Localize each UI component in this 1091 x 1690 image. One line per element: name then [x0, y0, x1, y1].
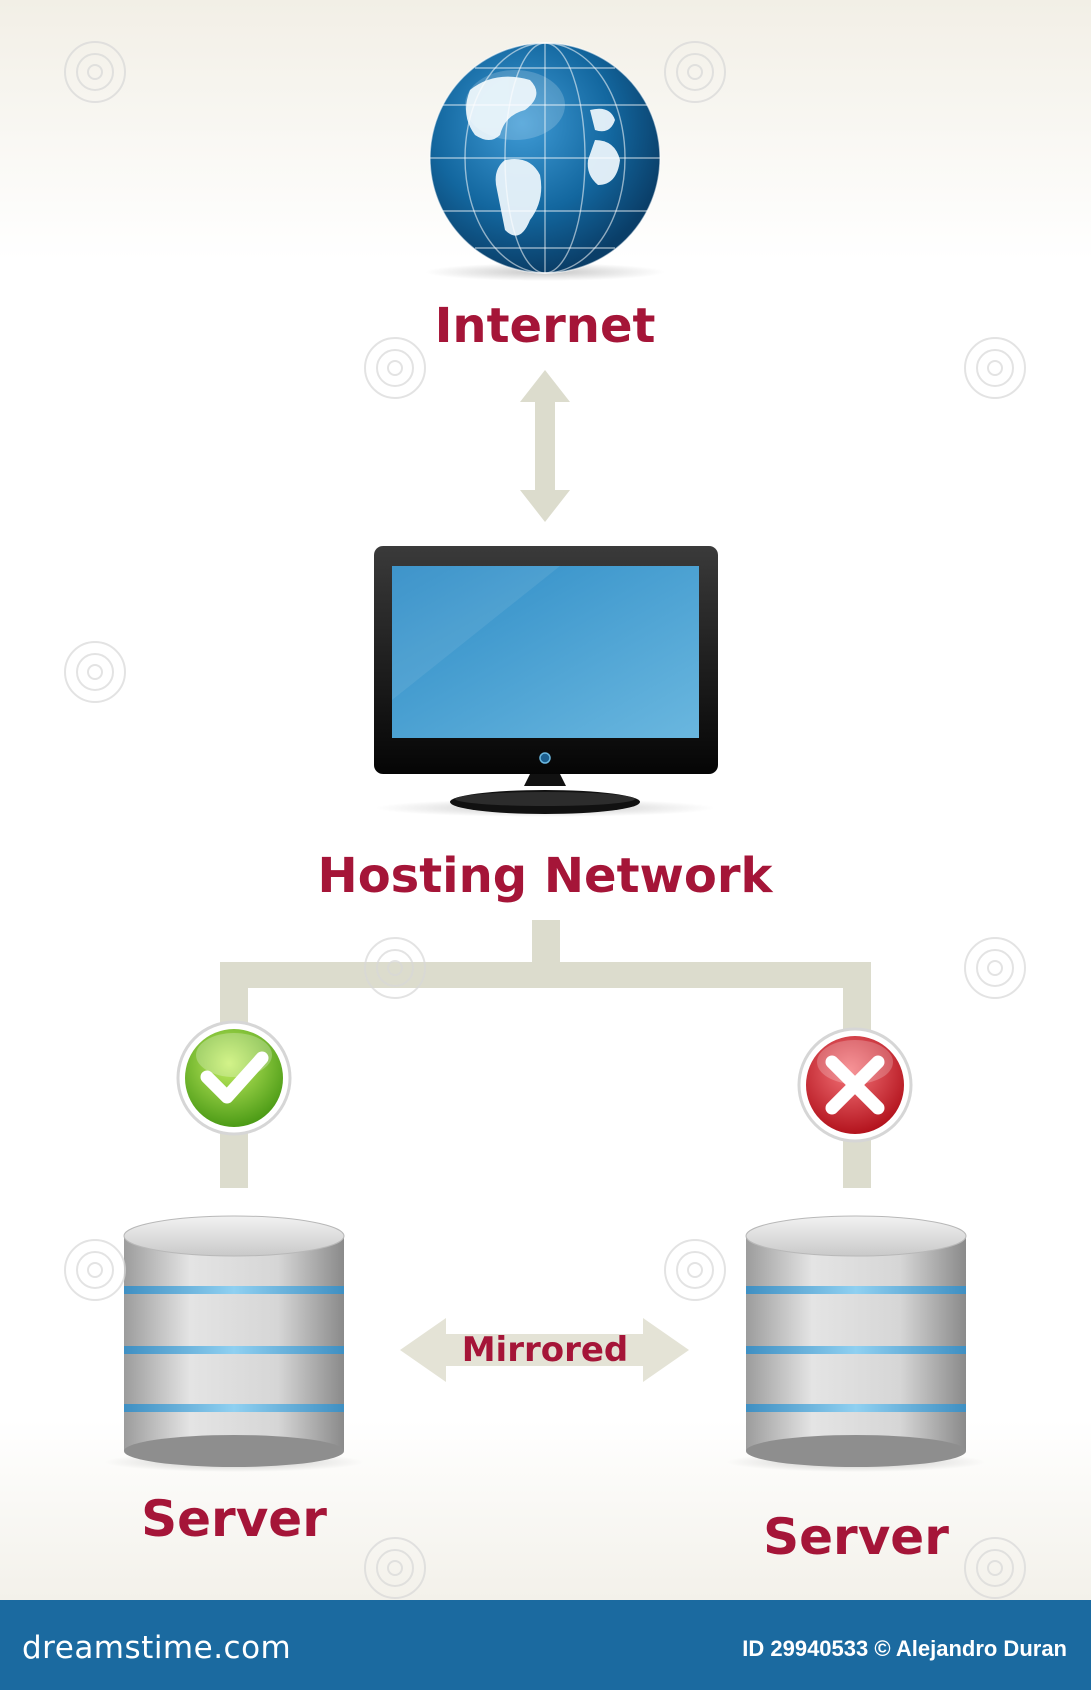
hosting-network-label: Hosting Network	[317, 848, 773, 904]
cross-icon	[797, 1027, 913, 1143]
check-icon	[176, 1020, 292, 1136]
watermark	[64, 41, 1026, 1599]
globe-icon	[425, 42, 665, 281]
footer-credit: ID 29940533 © Alejandro Duran	[742, 1636, 1067, 1661]
branch-connector	[220, 920, 871, 1188]
database-icon-right	[726, 1215, 986, 1472]
server-right-label: Server	[763, 1508, 949, 1566]
server-left-label: Server	[141, 1490, 327, 1548]
footer-bar: dreamstime.com ID 29940533 © Alejandro D…	[0, 1600, 1091, 1690]
mirrored-label: Mirrored	[461, 1330, 629, 1370]
database-icon-left	[104, 1215, 364, 1472]
footer-brand[interactable]: dreamstime.com	[22, 1630, 292, 1666]
internet-label: Internet	[434, 298, 656, 354]
diagram-canvas	[64, 41, 1026, 1599]
monitor-icon	[374, 546, 718, 817]
mirrored-arrow	[400, 1318, 689, 1382]
internet-hosting-arrow	[520, 370, 570, 522]
